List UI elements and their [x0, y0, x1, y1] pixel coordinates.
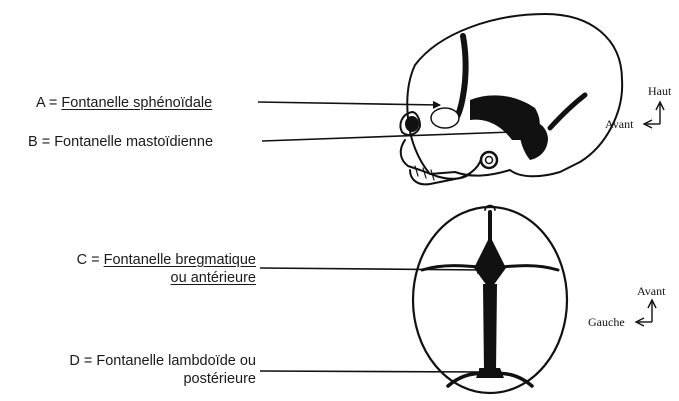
label-b: B = Fontanelle mastoïdienne: [28, 133, 213, 151]
arrow-d: [260, 371, 486, 372]
top-axis-up-label: Avant: [637, 284, 665, 299]
side-axis-left-label: Avant: [605, 117, 633, 132]
lambdoid-suture: [550, 95, 585, 128]
orientation-top: [636, 300, 656, 326]
orientation-side: [644, 102, 664, 128]
leader-arrows: [258, 102, 540, 372]
arrow-a: [258, 102, 440, 105]
mastoid-region: [519, 122, 548, 160]
sagittal-suture: [483, 284, 497, 372]
arrow-b: [262, 131, 540, 141]
label-d-line2: postérieure: [20, 370, 256, 388]
anterior-fontanelle: [474, 236, 506, 290]
label-d: D = Fontanelle lambdoïde ou postérieure: [20, 352, 256, 388]
label-c-prefix: C =: [77, 252, 104, 268]
label-b-name: Fontanelle mastoïdienne: [54, 134, 213, 150]
arrow-c: [260, 268, 484, 270]
label-c-line2: ou antérieure: [171, 270, 256, 286]
label-a-name: Fontanelle sphénoïdale: [61, 95, 212, 111]
side-axis-up-label: Haut: [648, 84, 671, 99]
label-a: A = Fontanelle sphénoïdale: [36, 94, 212, 112]
orbit-dark: [405, 116, 419, 132]
label-c: C = Fontanelle bregmatique ou antérieure: [20, 251, 256, 287]
skull-lateral-view: [400, 14, 622, 184]
label-b-prefix: B =: [28, 134, 54, 150]
coronal-suture: [455, 36, 466, 120]
label-d-line1: D = Fontanelle lambdoïde ou: [20, 352, 256, 370]
skull-superior-view: [413, 206, 567, 394]
lambdoid-suture-top: [448, 373, 532, 386]
top-axis-left-label: Gauche: [588, 315, 625, 330]
cranium-outline: [407, 14, 622, 176]
label-a-prefix: A =: [36, 95, 61, 111]
sphenoid-fontanelle: [431, 108, 459, 128]
label-c-line1: Fontanelle bregmatique: [104, 252, 256, 268]
